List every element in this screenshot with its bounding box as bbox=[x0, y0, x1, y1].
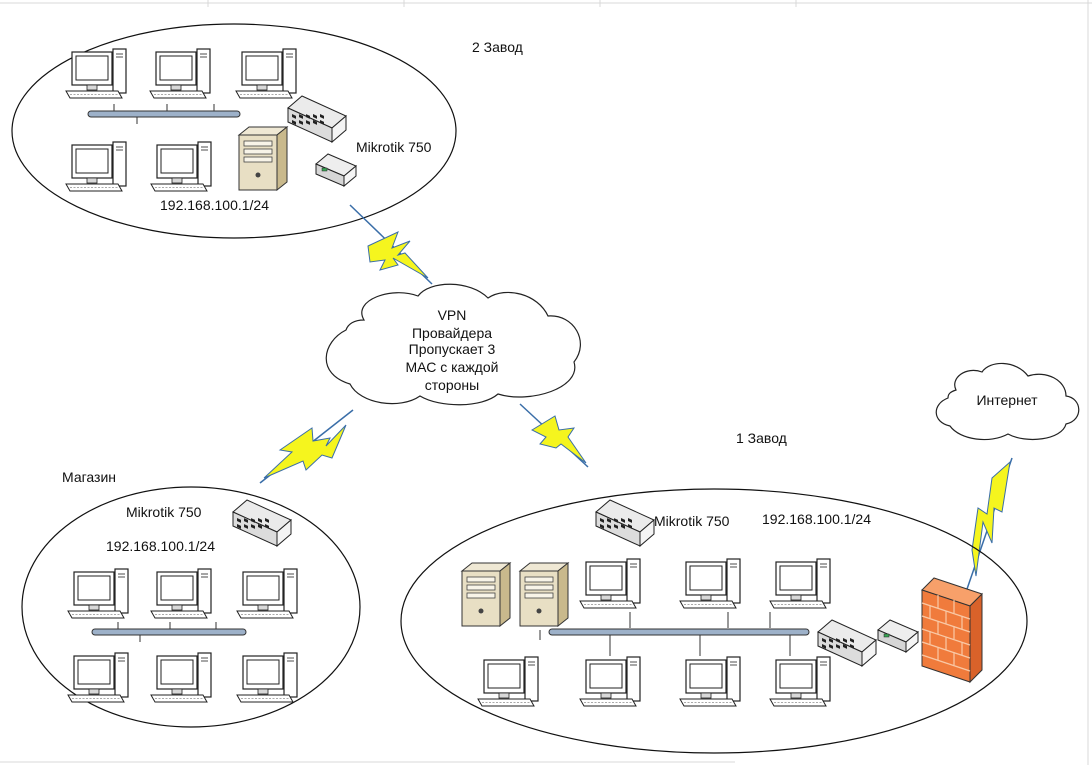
site-title: Магазин bbox=[62, 469, 116, 485]
cloud-text-line: МАС с каждой bbox=[406, 359, 499, 375]
site-zavod-1: 1 Завод Mikrotik 750 192.168.100.1/24 bbox=[400, 430, 1028, 754]
link-bolt-vpn-zavod1 bbox=[519, 403, 589, 468]
workstation-icon bbox=[150, 141, 212, 192]
workstation-icon bbox=[236, 568, 298, 619]
vpn-cloud: VPN Провайдера Пропускает 3 МАС с каждой… bbox=[325, 283, 581, 406]
workstation-icon bbox=[150, 652, 212, 703]
lan-bus-icon bbox=[91, 622, 247, 642]
workstation-icon bbox=[769, 558, 831, 609]
router-icon bbox=[315, 153, 357, 187]
link-bolt-internet bbox=[965, 457, 1013, 593]
workstation-icon bbox=[65, 141, 127, 192]
site-title: 2 Завод bbox=[472, 39, 523, 55]
cloud-text-line: Пропускает 3 bbox=[409, 341, 496, 357]
router-label: Mikrotik 750 bbox=[356, 139, 432, 155]
workstation-icon bbox=[769, 656, 831, 707]
workstation-icon bbox=[679, 656, 741, 707]
workstation-icon bbox=[65, 48, 127, 99]
workstation-icon bbox=[477, 656, 539, 707]
link-bolt-zavod2-vpn bbox=[349, 204, 433, 285]
ip-label: 192.168.100.1/24 bbox=[106, 538, 215, 554]
cloud-text-line: Провайдера bbox=[412, 325, 492, 341]
switch-icon bbox=[287, 95, 347, 143]
cloud-text-line: VPN bbox=[438, 307, 467, 323]
router-label: Mikrotik 750 bbox=[126, 504, 202, 520]
ip-label: 192.168.100.1/24 bbox=[160, 197, 269, 213]
workstation-icon bbox=[579, 558, 641, 609]
workstation-icon bbox=[235, 48, 297, 99]
router-label: Mikrotik 750 bbox=[654, 513, 730, 529]
server-icon bbox=[238, 126, 288, 191]
workstation-icon bbox=[67, 652, 129, 703]
cloud-text-line: стороны bbox=[425, 377, 479, 393]
workstation-icon bbox=[150, 568, 212, 619]
router-icon bbox=[232, 499, 292, 547]
firewall-icon bbox=[921, 577, 983, 683]
server-icon bbox=[461, 562, 511, 627]
workstation-icon bbox=[679, 558, 741, 609]
workstation-icon bbox=[236, 652, 298, 703]
router-icon bbox=[595, 499, 655, 547]
workstation-icon bbox=[579, 656, 641, 707]
site-zavod-2: 2 Завод Mikrotik 750 192.168.100.1/24 bbox=[11, 23, 523, 239]
workstation-icon bbox=[149, 48, 211, 99]
workstation-icon bbox=[67, 568, 129, 619]
link-bolt-shop-vpn bbox=[259, 409, 354, 484]
internet-label: Интернет bbox=[976, 392, 1038, 408]
lan-bus-icon bbox=[539, 612, 810, 656]
server-icon bbox=[519, 562, 569, 627]
lan-bus-icon bbox=[87, 104, 241, 124]
ip-label: 192.168.100.1/24 bbox=[762, 511, 871, 527]
internet-cloud: Интернет bbox=[935, 362, 1080, 441]
site-shop: Магазин Mikrotik 750 192.168.100.1/24 bbox=[21, 469, 361, 728]
site-title: 1 Завод bbox=[736, 430, 787, 446]
router-icon bbox=[877, 619, 919, 653]
